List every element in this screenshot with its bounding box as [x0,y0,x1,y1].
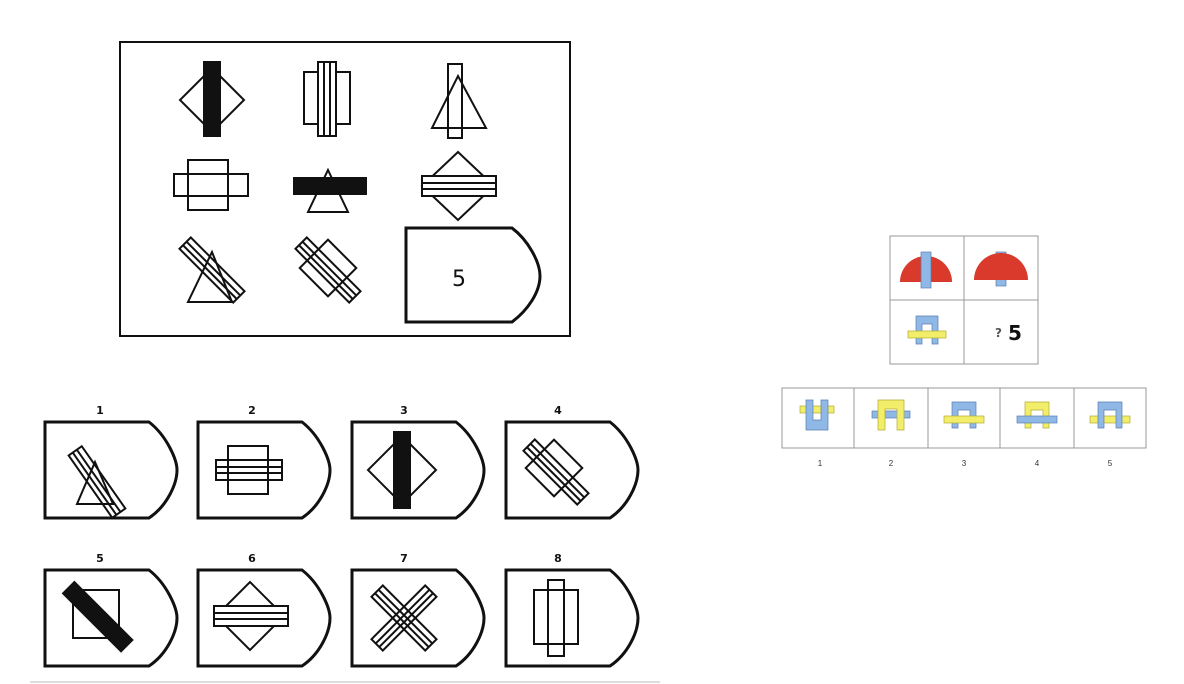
p2-option-5-label: 5 [1108,459,1113,468]
puzzle2-grid [889,235,1039,365]
cell-1-1 [178,61,246,137]
question-mark: ? [995,326,1002,340]
option-6[interactable] [196,568,332,668]
matrix-frame [119,41,571,337]
p2-option-5[interactable] [1089,401,1131,429]
matrix-puzzle-1-svg: 5 1 2 [30,41,660,683]
p2-option-3[interactable] [943,401,985,429]
cell-3-3-answer-slot: 5 [404,226,542,324]
p2-option-1-label: 1 [818,459,823,468]
option-5-label: 5 [96,552,104,565]
option-1-label: 1 [96,404,104,417]
option-1[interactable] [43,420,179,520]
answer-note-2: 5 [1008,321,1022,345]
cell-2-2 [293,167,367,213]
cell-3-2 [294,236,362,304]
option-8-label: 8 [554,552,562,565]
p2-cell-2-1 [907,315,947,345]
puzzle2-options-strip [781,387,1147,449]
option-3-label: 3 [400,404,408,417]
option-7-label: 7 [400,552,408,565]
option-4[interactable] [504,420,640,520]
p2-cell-1-2 [974,251,1028,287]
cell-1-2 [303,61,351,137]
option-2-label: 2 [248,404,256,417]
matrix-puzzle-1: 5 1 2 [30,41,660,683]
option-6-label: 6 [248,552,256,565]
option-7[interactable] [350,568,486,668]
option-5[interactable] [43,568,179,668]
p2-cell-1-1 [900,251,952,289]
option-3[interactable] [350,420,486,520]
cell-3-1 [178,236,246,304]
option-2[interactable] [196,420,332,520]
p2-cell-2-2-answer-slot: ? 5 [995,321,1022,345]
p2-option-1[interactable] [799,399,835,431]
matrix-puzzle-2: ? 5 1 2 3 4 5 [780,230,1160,480]
answer-note: 5 [452,267,466,292]
p2-option-3-label: 3 [962,459,967,468]
option-4-label: 4 [554,404,562,417]
option-8[interactable] [504,568,640,668]
p2-option-4[interactable] [1016,401,1058,429]
matrix-puzzle-2-svg: ? 5 1 2 3 4 5 [781,235,1147,468]
p2-option-4-label: 4 [1035,459,1040,468]
p2-option-2-label: 2 [889,459,894,468]
p2-option-2[interactable] [871,399,911,431]
cell-2-1 [173,159,249,211]
cell-2-3 [420,150,497,222]
cell-1-3 [430,63,488,139]
